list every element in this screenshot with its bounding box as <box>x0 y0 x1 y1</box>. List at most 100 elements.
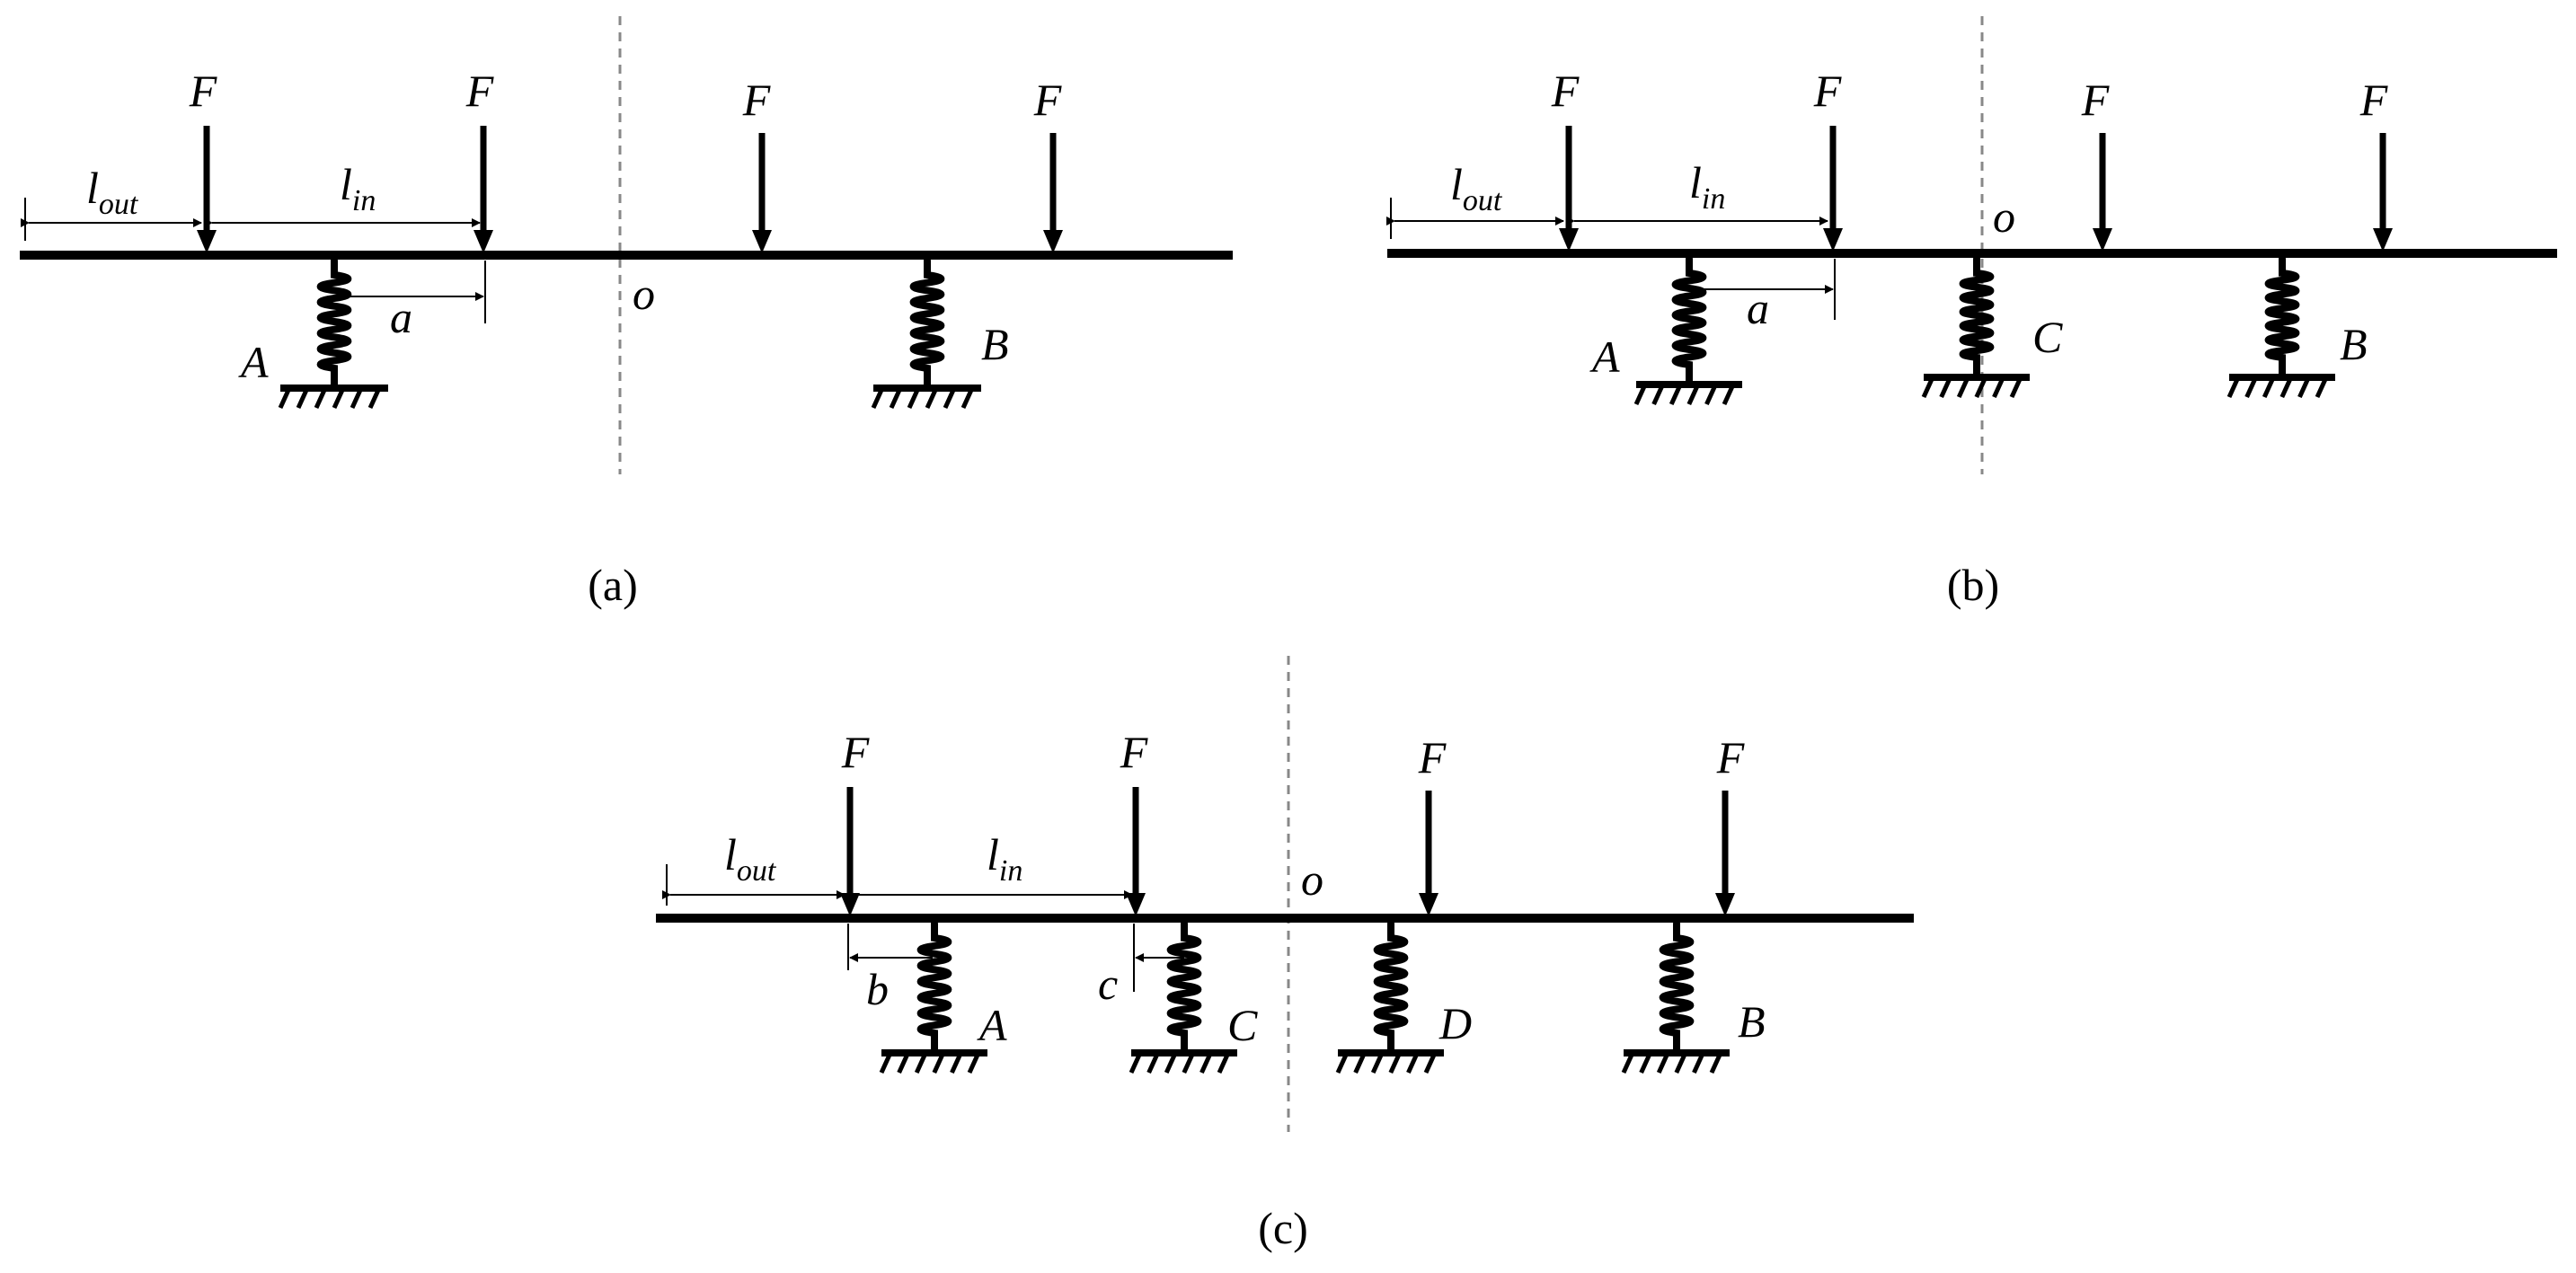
force-arrow-head <box>1559 228 1579 252</box>
dim-label-a: a <box>390 292 412 342</box>
force-arrow-head <box>1419 893 1438 916</box>
ground-hatch <box>925 386 939 410</box>
ground-hatch <box>879 1051 893 1074</box>
dim-label-l-out: lout <box>724 829 777 888</box>
origin-label: o <box>633 269 655 319</box>
spring-coil <box>1373 920 1409 1056</box>
spring-support-A <box>879 920 987 1074</box>
ground-hatch <box>314 386 328 410</box>
spring-label-A: A <box>238 337 269 387</box>
ground-hatch <box>1651 383 1665 406</box>
spring-coil <box>316 257 352 392</box>
ground-hatch <box>1633 383 1648 406</box>
force-label: F <box>1551 66 1580 116</box>
ground-hatch <box>1956 376 1970 399</box>
force-label: F <box>1418 732 1447 782</box>
force-arrow <box>474 126 493 253</box>
spring-support-C <box>1129 920 1237 1074</box>
force-arrow <box>197 126 217 253</box>
ground-hatch <box>2226 376 2241 399</box>
spring-coil <box>1671 255 1707 388</box>
ground-hatch <box>1199 1051 1213 1074</box>
dim-label-b: b <box>866 964 889 1014</box>
diagram-a: F F F F lout lin a A B o (a) <box>20 16 1233 610</box>
dim-label-l-in: lin <box>987 829 1022 888</box>
dim-label-c: c <box>1098 959 1118 1009</box>
origin-label: o <box>1993 191 2015 242</box>
spring-label-C: C <box>2032 312 2063 362</box>
ground-hatch <box>932 1051 946 1074</box>
force-label: F <box>1033 75 1062 125</box>
force-label: F <box>1120 727 1148 777</box>
ground-hatch <box>1621 1051 1635 1074</box>
spring-support-B <box>1621 920 1730 1074</box>
spring-coil <box>1166 920 1202 1056</box>
spring-label-C: C <box>1227 1000 1258 1050</box>
ground-hatch <box>367 386 382 410</box>
force-arrow-head <box>197 230 217 253</box>
spring-support-D <box>1335 920 1444 1074</box>
force-arrow-head <box>2373 228 2393 252</box>
ground-hatch <box>914 1051 928 1074</box>
force-arrow <box>1126 787 1146 916</box>
diagram-b: F F F F lout lin a A C B o (b) <box>1386 16 2557 610</box>
caption: (b) <box>1947 560 1999 610</box>
ground-hatch <box>1992 376 2005 399</box>
force-arrow <box>1823 126 1843 252</box>
ground-hatch <box>2279 376 2294 399</box>
spring-coil <box>916 920 952 1056</box>
spring-support-C <box>1921 255 2030 399</box>
force-arrow-head <box>1823 228 1843 252</box>
spring-label-A: A <box>977 1000 1007 1050</box>
force-label: F <box>841 727 870 777</box>
force-arrow-head <box>2093 228 2112 252</box>
force-label: F <box>2359 75 2388 125</box>
force-arrow-head <box>474 230 493 253</box>
ground-hatch <box>871 386 885 410</box>
spring-coil <box>1659 920 1695 1056</box>
spring-coil <box>909 257 945 392</box>
force-arrow <box>840 787 860 916</box>
ground-hatch <box>1146 1051 1160 1074</box>
ground-hatch <box>1164 1051 1178 1074</box>
force-arrow-head <box>1043 230 1063 253</box>
force-arrow <box>1043 133 1063 253</box>
origin-label: o <box>1301 854 1323 905</box>
ground-hatch <box>1182 1051 1196 1074</box>
force-label: F <box>189 66 217 116</box>
spring-support-A <box>1633 255 1742 406</box>
dim-label-l-out: lout <box>1450 159 1503 217</box>
ground-hatch <box>1217 1051 1231 1074</box>
spring-support-B <box>2226 255 2335 399</box>
spring-label-A: A <box>1589 332 1620 382</box>
spring-coil <box>2264 255 2300 381</box>
spring-support-A <box>278 257 388 410</box>
ground-hatch <box>278 386 292 410</box>
ground-hatch <box>350 386 364 410</box>
ground-hatch <box>1722 383 1736 406</box>
ground-hatch <box>967 1051 981 1074</box>
ground-hatch <box>907 386 921 410</box>
ground-hatch <box>1686 383 1701 406</box>
force-label: F <box>742 75 771 125</box>
spring-label-B: B <box>981 319 1009 369</box>
ground-hatch <box>2315 376 2329 399</box>
ground-hatch <box>1353 1051 1367 1074</box>
ground-hatch <box>889 386 903 410</box>
ground-hatch <box>2262 376 2276 399</box>
ground-hatch <box>1974 376 1988 399</box>
ground-hatch <box>296 386 310 410</box>
caption: (c) <box>1258 1203 1308 1253</box>
ground-hatch <box>897 1051 910 1074</box>
ground-hatch <box>2297 376 2311 399</box>
force-label: F <box>465 66 494 116</box>
ground-hatch <box>1388 1051 1403 1074</box>
force-arrow <box>1715 791 1735 916</box>
ground-hatch <box>1674 1051 1688 1074</box>
force-label: F <box>1813 66 1842 116</box>
ground-hatch <box>1939 376 1952 399</box>
ground-hatch <box>1423 1051 1438 1074</box>
ground-hatch <box>1335 1051 1350 1074</box>
